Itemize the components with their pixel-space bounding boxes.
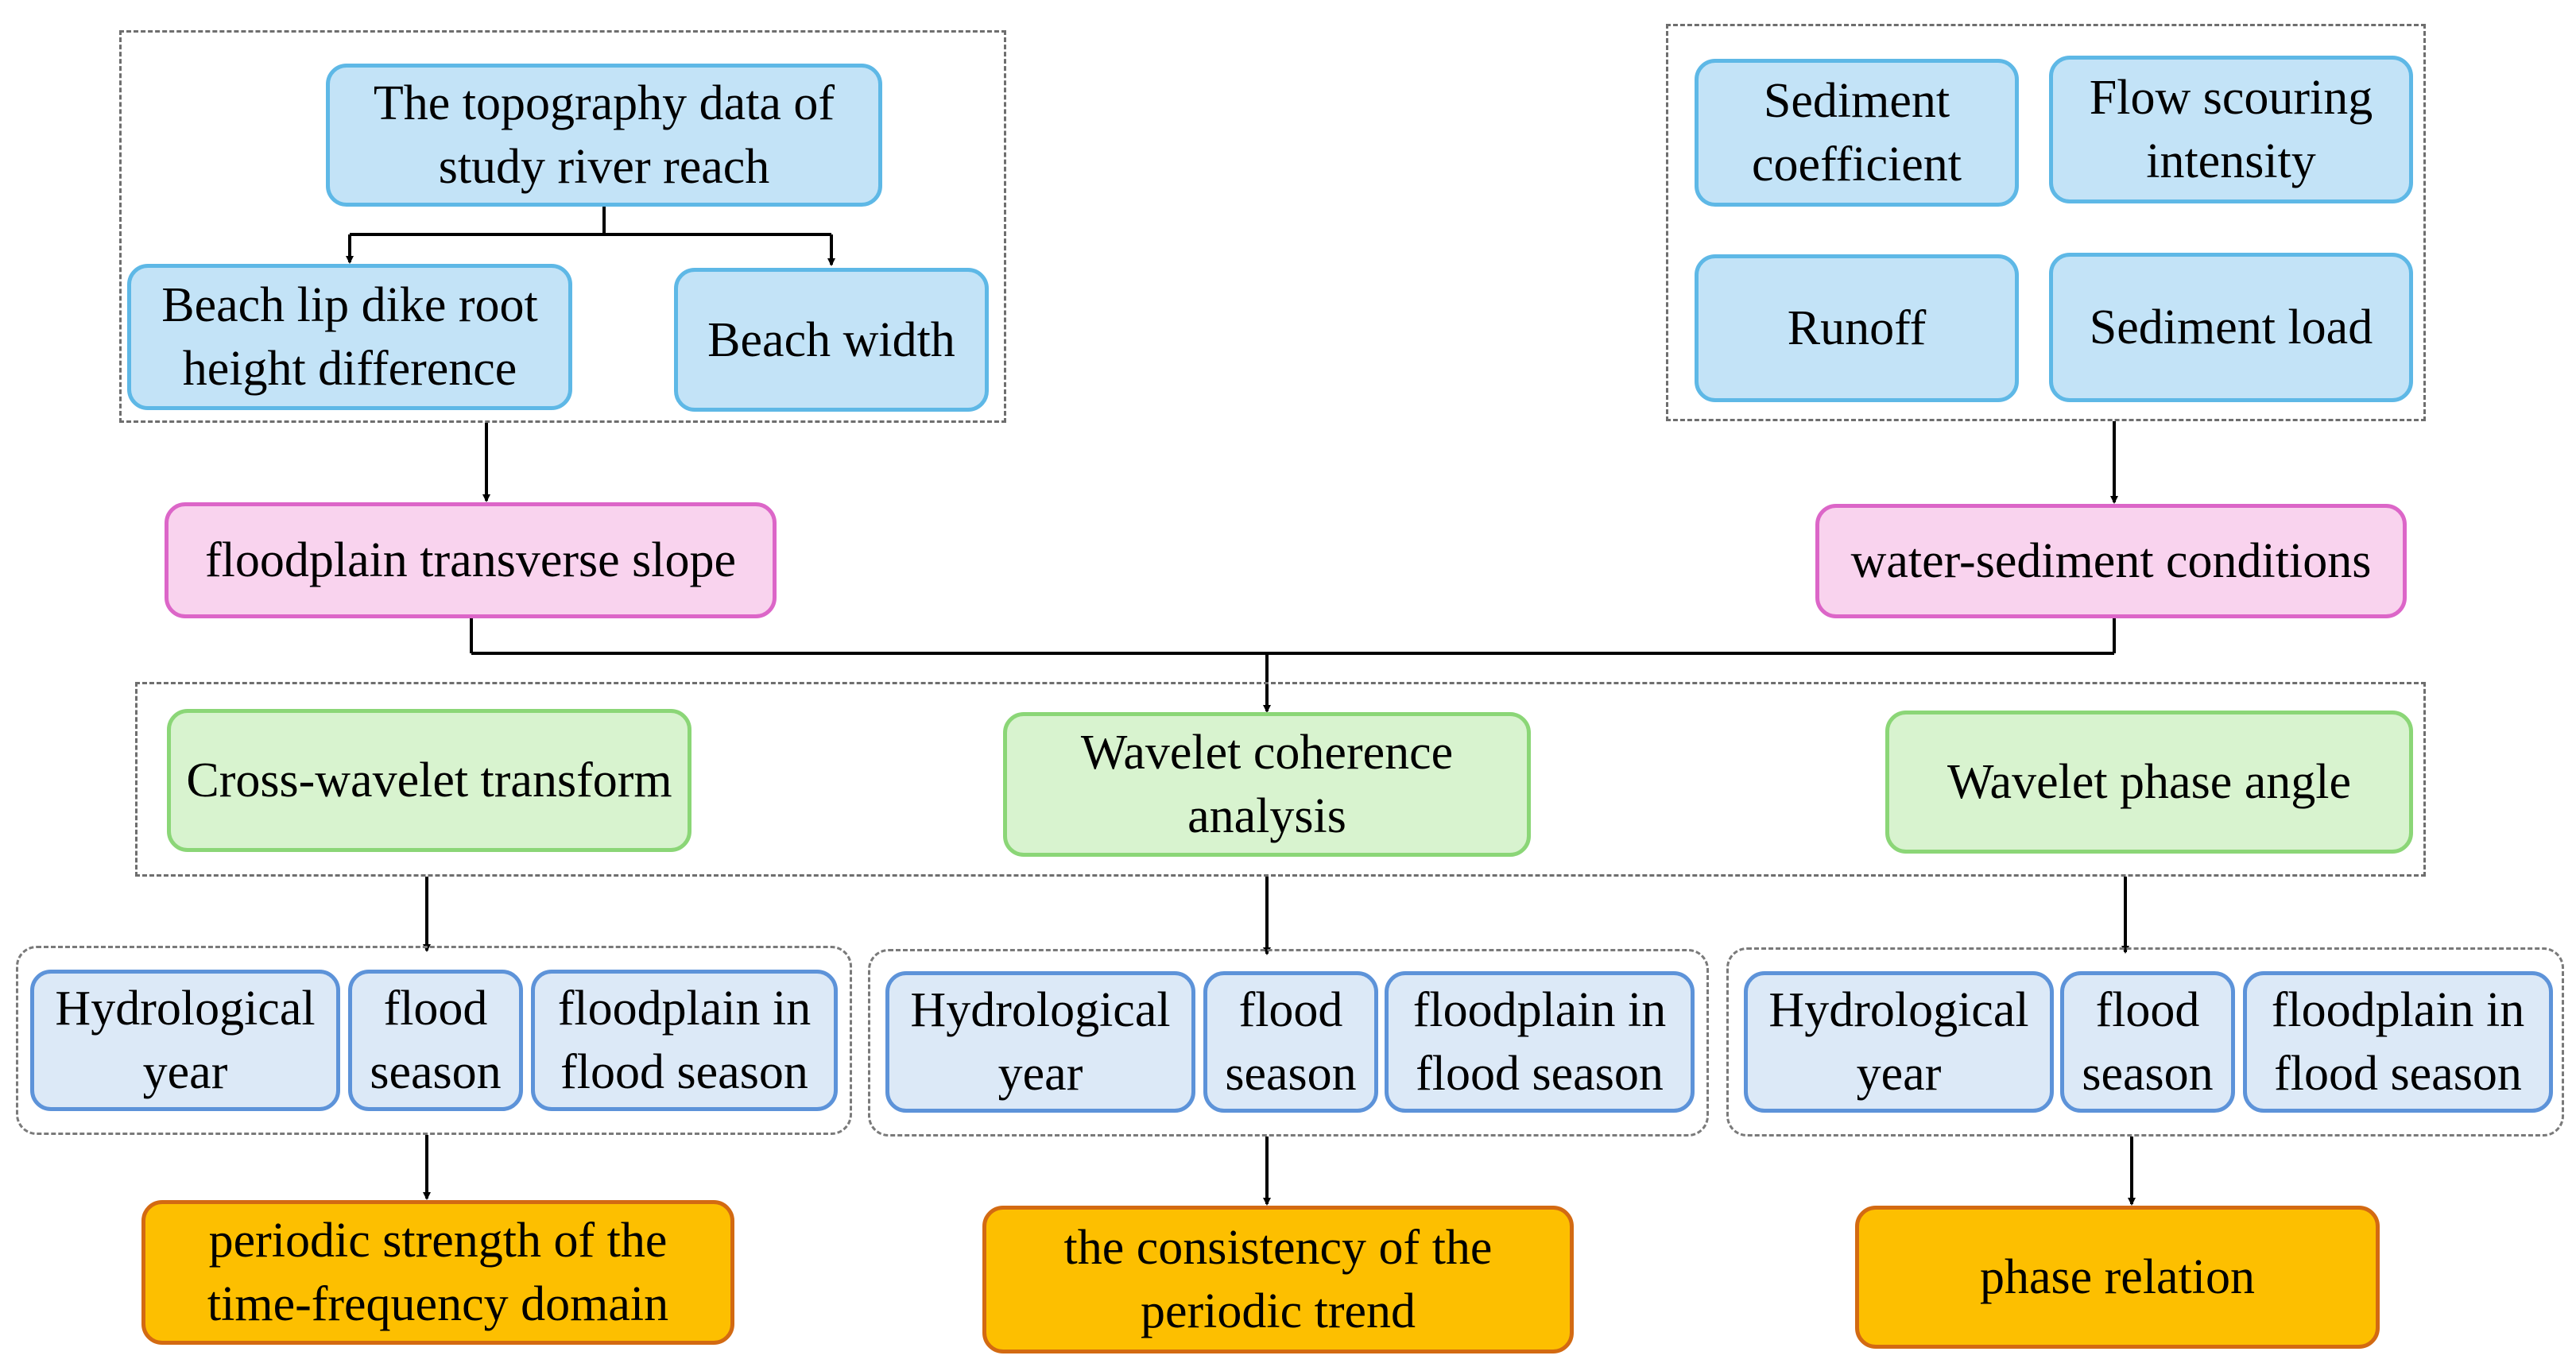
flood-season-box-coherence[interactable]: flood season — [1203, 971, 1378, 1113]
periods-group-phase — [1726, 947, 2564, 1137]
runoff-box[interactable]: Runoff — [1695, 254, 2019, 402]
flood-season-box-phase[interactable]: flood season — [2060, 971, 2235, 1113]
wavelet-coherence-box[interactable]: Wavelet coherence analysis — [1003, 712, 1531, 857]
topography-data-box[interactable]: The topography data of study river reach — [326, 64, 882, 207]
periods-group-cross — [16, 946, 852, 1135]
wavelet-phase-angle-box[interactable]: Wavelet phase angle — [1885, 711, 2413, 854]
hydrological-year-box-cross[interactable]: Hydrological year — [30, 970, 340, 1111]
methods-group — [135, 682, 2426, 877]
beach-width-box[interactable]: Beach width — [674, 268, 989, 412]
floodplain-flood-season-box-phase[interactable]: floodplain in flood season — [2243, 971, 2553, 1113]
floodplain-flood-season-box-cross[interactable]: floodplain in flood season — [531, 970, 838, 1111]
floodplain-flood-season-box-coherence[interactable]: floodplain in flood season — [1385, 971, 1695, 1113]
hydrological-year-box-coherence[interactable]: Hydrological year — [885, 971, 1195, 1113]
sediment-load-box[interactable]: Sediment load — [2049, 253, 2413, 402]
floodplain-slope-box[interactable]: floodplain transverse slope — [165, 502, 777, 618]
topography-group — [119, 30, 1006, 423]
periodic-trend-consistency-box[interactable]: the consistency of the periodic trend — [982, 1206, 1574, 1353]
periodic-strength-box[interactable]: periodic strength of the time-frequency … — [141, 1200, 734, 1345]
cross-wavelet-box[interactable]: Cross-wavelet transform — [167, 709, 691, 852]
periods-group-coherence — [868, 949, 1709, 1137]
hydrological-year-box-phase[interactable]: Hydrological year — [1744, 971, 2054, 1113]
water-sediment-group — [1666, 24, 2426, 421]
sediment-coefficient-box[interactable]: Sediment coefficient — [1695, 59, 2019, 207]
phase-relation-box[interactable]: phase relation — [1855, 1206, 2380, 1349]
flow-scouring-box[interactable]: Flow scouring intensity — [2049, 56, 2413, 203]
lip-dike-height-box[interactable]: Beach lip dike root height difference — [127, 264, 572, 410]
water-sediment-conditions-box[interactable]: water-sediment conditions — [1815, 504, 2407, 618]
flood-season-box-cross[interactable]: flood season — [348, 970, 523, 1111]
